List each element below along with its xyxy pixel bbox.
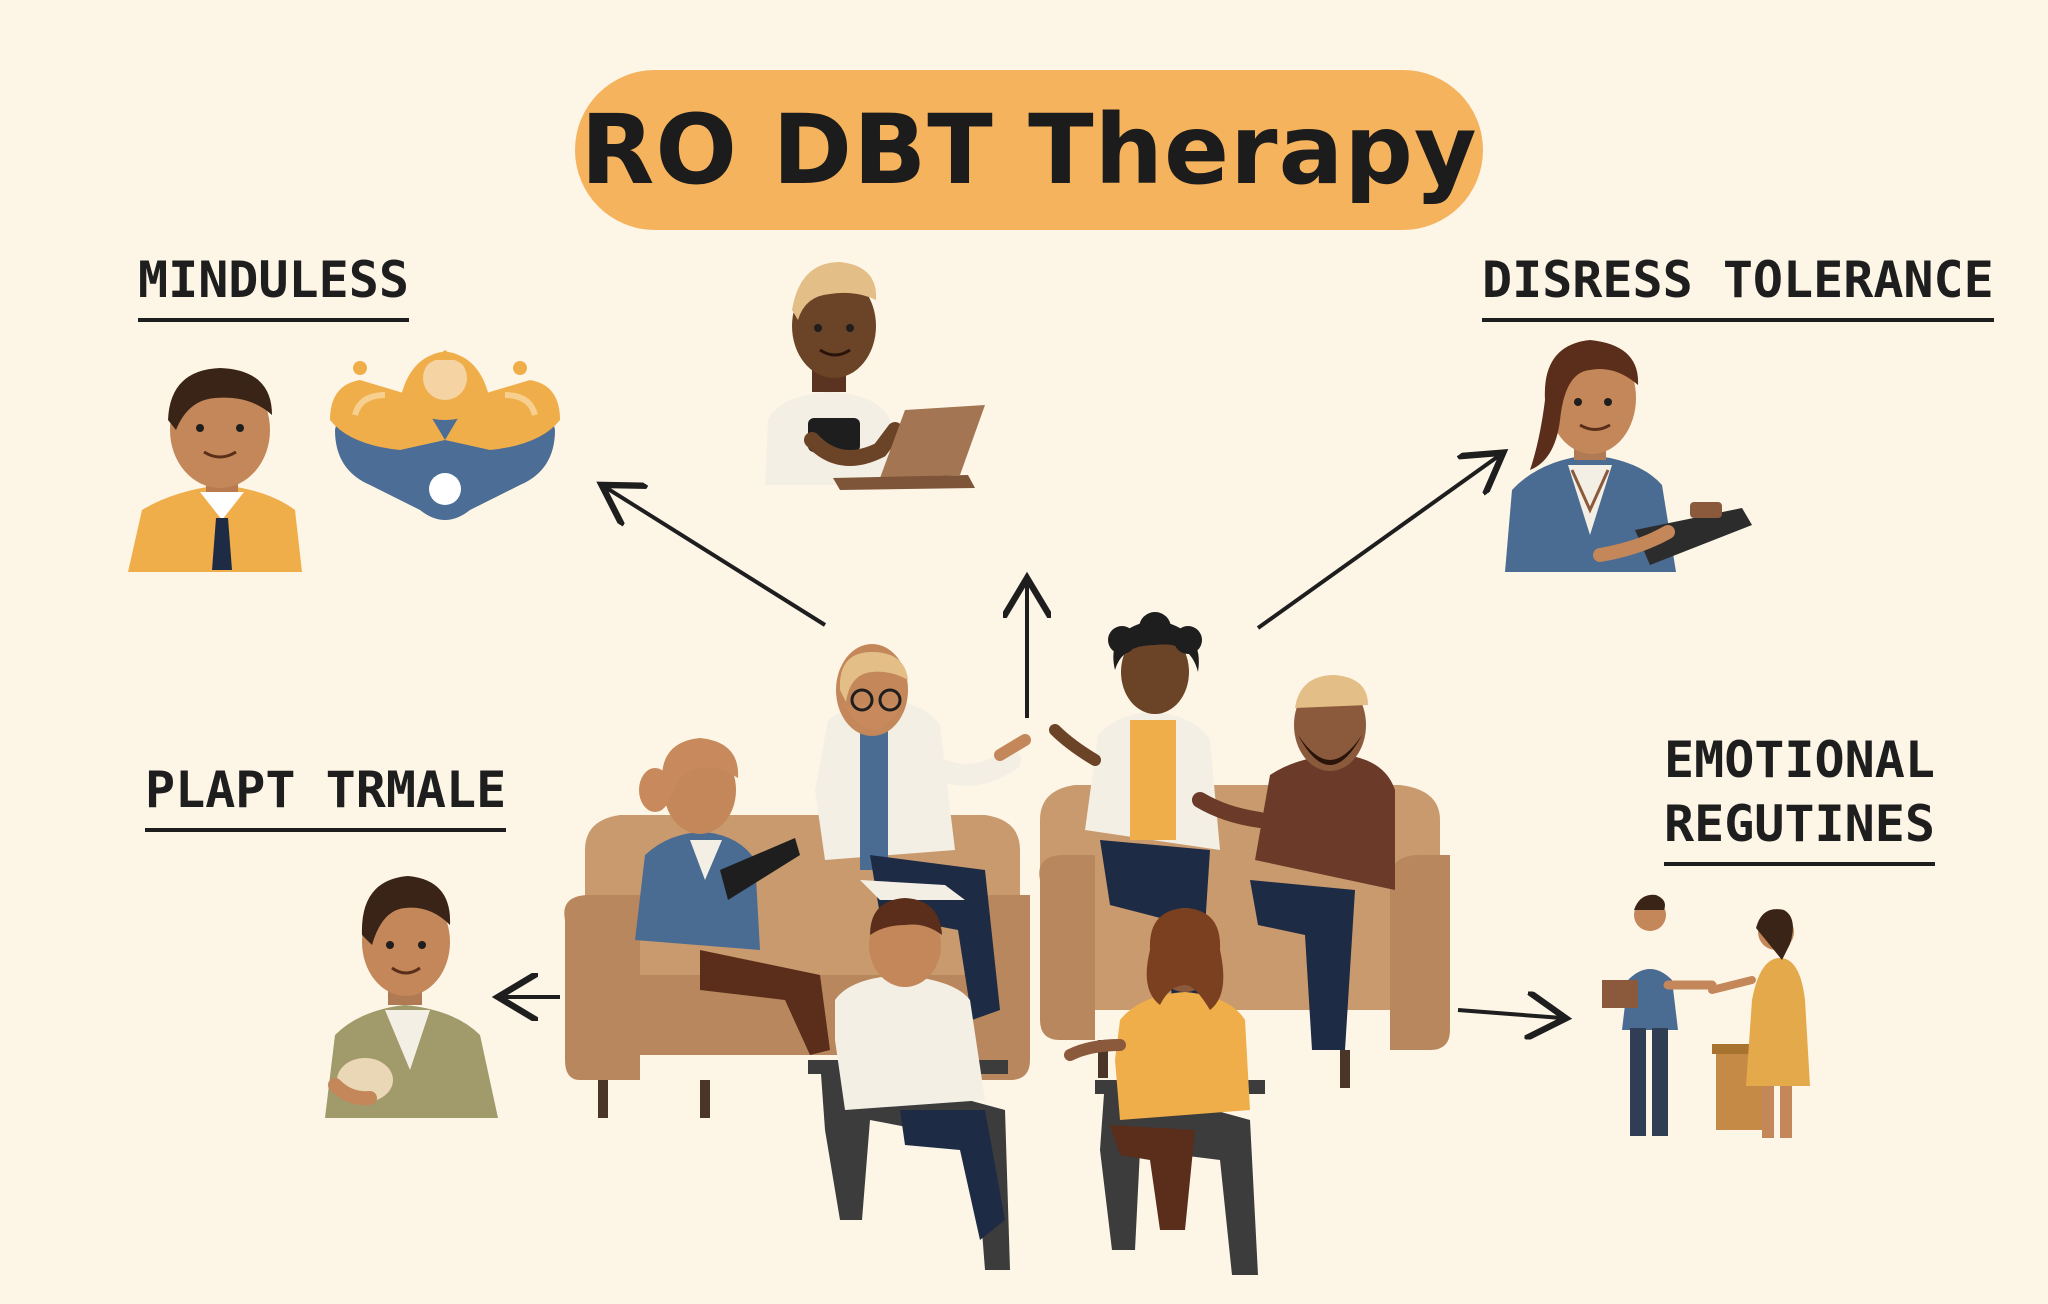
- person-with-laptop-icon: [765, 262, 985, 490]
- woman-with-tablet-icon: [1505, 340, 1752, 572]
- group-back-facing-man: [808, 898, 1010, 1270]
- label-distress-tolerance: DISRESS TOLERANCE: [1482, 248, 1994, 322]
- group-curly-haired-woman: [1049, 612, 1220, 1005]
- label-emotional-regulation: EMOTIONAL REGUTINES: [1664, 728, 1935, 866]
- group-woman-tablet: [635, 738, 830, 1055]
- arrows: [502, 455, 1562, 1018]
- two-people-meeting-icon: [1602, 894, 1810, 1138]
- title-pill: RO DBT Therapy: [575, 70, 1483, 230]
- label-emotional-line1: EMOTIONAL: [1664, 731, 1935, 789]
- man-holding-cup-icon: [325, 876, 498, 1118]
- label-mindfulness: MINDULESS: [138, 248, 409, 322]
- group-back-facing-woman: [1064, 908, 1265, 1275]
- man-yellow-shirt-icon: [128, 368, 302, 572]
- meditation-figure-icon: [330, 350, 560, 520]
- diagram-title: RO DBT Therapy: [580, 94, 1478, 206]
- arrow-to-distress-tolerance: [1256, 455, 1500, 630]
- group-bald-bearded-man: [1192, 675, 1395, 1050]
- group-bearded-man-glasses: [815, 644, 1031, 1020]
- arrow-to-mindfulness: [605, 487, 827, 627]
- label-plapt-trmale: PLAPT TRMALE: [145, 758, 507, 832]
- label-emotional-line2: REGUTINES: [1664, 795, 1935, 853]
- therapy-group-illustration: [564, 612, 1450, 1275]
- arrow-to-emotional: [1457, 1010, 1562, 1018]
